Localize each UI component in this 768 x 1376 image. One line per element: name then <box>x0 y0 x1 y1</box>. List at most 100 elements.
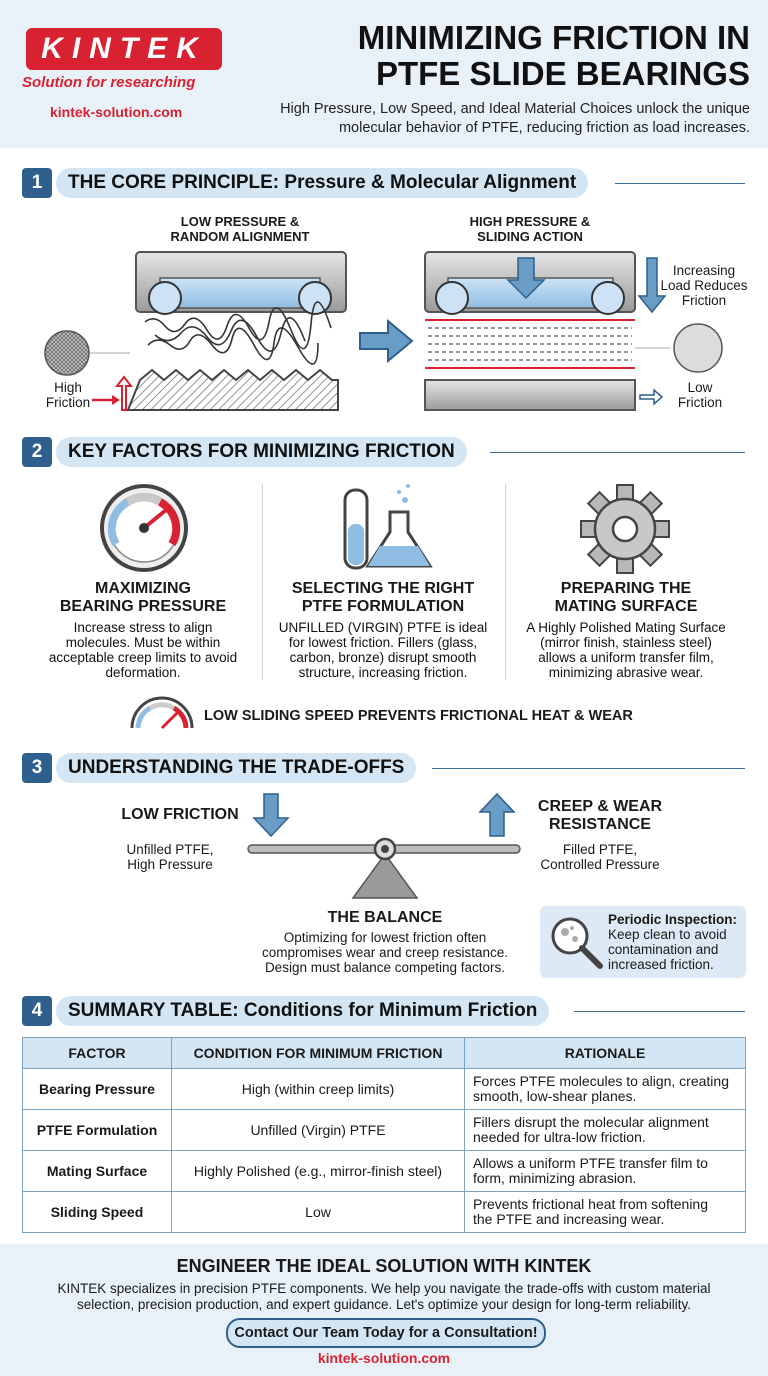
logo-tagline: Solution for researching <box>22 74 196 91</box>
factor-cell: Mating Surface <box>22 1150 172 1192</box>
condition-cell: Unfilled (Virgin) PTFE <box>171 1109 465 1151</box>
low-friction-label-2: Friction <box>677 395 723 410</box>
title-line-1: MINIMIZING FRICTION IN <box>357 19 750 56</box>
footer-text-1: KINTEK specializes in precision PTFE com… <box>57 1281 711 1296</box>
subtitle-line-2: molecular behavior of PTFE, reducing fri… <box>338 120 750 136</box>
table-row: Mating Surface Highly Polished (e.g., mi… <box>22 1150 746 1192</box>
footer-text: KINTEK specializes in precision PTFE com… <box>10 1281 758 1313</box>
factor-surface-title-2: MATING SURFACE <box>554 598 698 615</box>
rationale-line: Prevents frictional heat from softening <box>473 1196 709 1212</box>
factor-pressure-text-4: deformation. <box>105 665 181 680</box>
inspection-text: Periodic Inspection: Keep clean to avoid… <box>608 912 748 972</box>
inspection-text-3: increased friction. <box>608 957 714 972</box>
footer-title: ENGINEER THE IDEAL SOLUTION WITH KINTEK <box>176 1256 592 1276</box>
rationale-line: form, minimizing abrasion. <box>473 1170 637 1186</box>
rough-surface-icon <box>44 330 90 376</box>
smooth-surface-icon <box>673 323 723 373</box>
section-4-title: SUMMARY TABLE: Conditions for Minimum Fr… <box>56 996 550 1026</box>
factor-formulation-text-4: structure, increasing friction. <box>298 665 468 680</box>
balance-text-3: Design must balance competing factors. <box>264 960 506 975</box>
factor-formulation-text: UNFILLED (VIRGIN) PTFE is ideal for lowe… <box>268 620 498 680</box>
rationale-line: Allows a uniform PTFE transfer film to <box>473 1155 708 1171</box>
high-friction-label: High Friction <box>38 380 98 410</box>
low-speed-note: LOW SLIDING SPEED PREVENTS FRICTIONAL HE… <box>204 708 633 724</box>
logo-url-link[interactable]: kintek-solution.com <box>50 104 183 120</box>
creep-wear-subtext: Filled PTFE, Controlled Pressure <box>520 842 680 872</box>
rationale-cell: Forces PTFE molecules to align, creating… <box>464 1068 746 1110</box>
low-friction-subtext: Unfilled PTFE, High Pressure <box>100 842 240 872</box>
section-1-rule <box>615 183 745 184</box>
balance-scale-diagram <box>247 792 521 899</box>
high-pressure-label-1: HIGH PRESSURE & <box>469 214 591 229</box>
low-pressure-label-2: RANDOM ALIGNMENT <box>170 229 310 244</box>
low-friction-subtext-2: High Pressure <box>127 857 213 872</box>
table-header-row: FACTOR CONDITION FOR MINIMUM FRICTION RA… <box>22 1037 746 1069</box>
condition-cell: Highly Polished (e.g., mirror-finish ste… <box>171 1150 465 1192</box>
transition-arrow-icon <box>359 318 414 364</box>
factor-pressure-text-1: Increase stress to align <box>73 620 213 635</box>
column-divider <box>505 484 506 680</box>
increasing-load-label: Increasing Load Reduces Friction <box>654 263 754 308</box>
low-friction-arrow-icon <box>639 388 664 406</box>
factor-pressure-title-1: MAXIMIZING <box>95 580 191 597</box>
factor-surface-text-3: allows a uniform transfer film, <box>538 650 714 665</box>
section-2-rule <box>490 452 745 453</box>
creep-wear-heading-1: CREEP & WEAR <box>537 798 663 815</box>
factor-pressure-text: Increase stress to align molecules. Must… <box>30 620 256 680</box>
factor-formulation-title-1: SELECTING THE RIGHT <box>291 580 475 597</box>
contact-cta-button[interactable]: Contact Our Team Today for a Consultatio… <box>226 1318 546 1348</box>
footer-band <box>0 1244 768 1376</box>
col-header: RATIONALE <box>464 1037 746 1069</box>
creep-wear-subtext-2: Controlled Pressure <box>540 857 660 872</box>
subtitle-line-1: High Pressure, Low Speed, and Ideal Mate… <box>280 101 750 117</box>
rationale-line: Fillers disrupt the molecular alignment <box>473 1114 709 1130</box>
high-pressure-bearing <box>424 251 636 411</box>
down-arrow-icon <box>252 793 290 838</box>
factor-pressure-title: MAXIMIZING BEARING PRESSURE <box>30 580 256 616</box>
factor-surface-text: A Highly Polished Mating Surface (mirror… <box>510 620 742 680</box>
factor-cell: PTFE Formulation <box>22 1109 172 1151</box>
condition-cell: Low <box>171 1191 465 1233</box>
table-row: Sliding Speed Low Prevents frictional he… <box>22 1191 746 1233</box>
low-friction-label: Low Friction <box>670 380 730 410</box>
factor-formulation-title-2: PTFE FORMULATION <box>301 598 465 615</box>
section-1-title: THE CORE PRINCIPLE: Pressure & Molecular… <box>56 168 589 198</box>
low-friction-label-1: Low <box>687 380 713 395</box>
gear-icon <box>580 484 670 574</box>
increasing-load-label-2: Load Reduces <box>660 278 748 293</box>
factor-pressure-title-2: BEARING PRESSURE <box>59 598 227 615</box>
low-pressure-label: LOW PRESSURE & RANDOM ALIGNMENT <box>150 214 330 244</box>
section-3-title: UNDERSTANDING THE TRADE-OFFS <box>56 753 417 783</box>
kintek-logo[interactable]: KINTEK <box>26 28 222 70</box>
creep-wear-heading: CREEP & WEAR RESISTANCE <box>515 798 685 834</box>
balance-text-1: Optimizing for lowest friction often <box>283 930 487 945</box>
inspection-title: Periodic Inspection: <box>608 912 738 927</box>
low-friction-subtext-1: Unfilled PTFE, <box>126 842 214 857</box>
factor-formulation-text-1: UNFILLED (VIRGIN) PTFE is ideal <box>278 620 488 635</box>
inspection-text-2: contamination and <box>608 942 719 957</box>
factor-formulation-title: SELECTING THE RIGHT PTFE FORMULATION <box>268 580 498 616</box>
footer-url-link[interactable]: kintek-solution.com <box>317 1350 451 1366</box>
factor-surface-title: PREPARING THE MATING SURFACE <box>510 580 742 616</box>
factor-cell: Sliding Speed <box>22 1191 172 1233</box>
creep-wear-heading-2: RESISTANCE <box>549 816 651 833</box>
high-friction-arrow-icon <box>114 375 134 411</box>
magnifier-icon <box>551 917 603 969</box>
speedometer-icon <box>130 696 194 730</box>
section-2-title: KEY FACTORS FOR MINIMIZING FRICTION <box>56 437 467 467</box>
up-arrow-icon <box>478 792 516 837</box>
page-subtitle: High Pressure, Low Speed, and Ideal Mate… <box>240 100 750 138</box>
header-band <box>0 0 768 148</box>
rationale-line: needed for ultra-low friction. <box>473 1129 646 1145</box>
table-row: Bearing Pressure High (within creep limi… <box>22 1068 746 1110</box>
factor-cell: Bearing Pressure <box>22 1068 172 1110</box>
factor-pressure-text-2: molecules. Must be within <box>65 635 221 650</box>
section-4-number: 4 <box>22 996 52 1026</box>
creep-wear-subtext-1: Filled PTFE, <box>562 842 638 857</box>
low-friction-heading: LOW FRICTION <box>121 806 239 823</box>
factor-surface-title-1: PREPARING THE <box>560 580 692 597</box>
load-arrow-icon <box>637 257 667 314</box>
